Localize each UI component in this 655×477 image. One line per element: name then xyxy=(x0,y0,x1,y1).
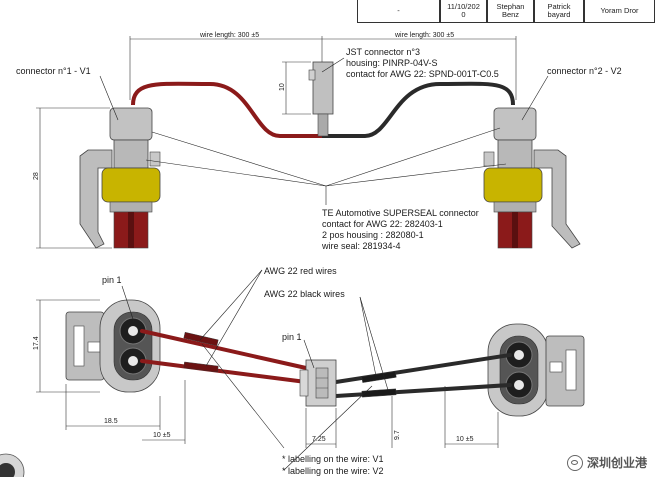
title-block-cell-3: Stephan Benz xyxy=(487,0,534,23)
dim-10-right: 10 ±5 xyxy=(456,436,474,443)
title-block-text: Patrick bayard xyxy=(547,2,571,19)
te-label-line: contact for AWG 22: 282403-1 xyxy=(322,219,443,229)
superseal-connector-right xyxy=(483,107,581,249)
wire-length-dimensions xyxy=(129,36,517,100)
te-connector-label: TE Automotive SUPERSEAL connector contac… xyxy=(321,208,479,251)
connector-v2-label: connector n°2 - V2 xyxy=(547,66,622,76)
superseal-front-right xyxy=(487,323,585,417)
te-label-line: TE Automotive SUPERSEAL connector xyxy=(322,208,479,218)
te-label-line: 2 pos housing : 282080-1 xyxy=(322,230,424,240)
awg-red-label: AWG 22 red wires xyxy=(264,266,337,276)
watermark-text: 深圳创业港 xyxy=(586,456,647,470)
jst-label-line: JST connector n°3 xyxy=(346,47,420,57)
wire-length-left-dim: wire length: 300 ±5 xyxy=(199,32,259,39)
dim-7-25: 7.25 xyxy=(312,436,326,443)
width-18-5-dim: 18.5 xyxy=(104,418,118,425)
title-block-text: - xyxy=(397,6,400,15)
title-block-text: Stephan Benz xyxy=(496,2,525,19)
te-label-line: wire seal: 281934-4 xyxy=(321,241,401,251)
watermark: 深圳创业港 xyxy=(566,454,647,471)
height-17-4-dim: 17.4 xyxy=(33,336,40,350)
dim-9-7: 9.7 xyxy=(394,430,401,440)
jst-connector-bottom xyxy=(299,359,337,407)
height-28-dim: 28 xyxy=(33,172,40,180)
superseal-connector-left xyxy=(79,107,161,249)
wire-length-right-dim: wire length: 300 ±5 xyxy=(394,32,454,39)
pin1-left-label: pin 1 xyxy=(102,275,122,285)
title-block-text: 11/10/202 0 xyxy=(447,2,480,19)
wire-label-sleeves xyxy=(183,332,397,398)
jst-connector-label: JST connector n°3 housing: PINRP-04V-S c… xyxy=(346,47,499,79)
title-block-cell-1: - xyxy=(357,0,440,23)
labelling-v1-label: * labelling on the wire: V1 xyxy=(282,454,384,464)
awg-black-label: AWG 22 black wires xyxy=(264,289,345,299)
height-10-dim: 10 xyxy=(279,83,286,91)
labelling-v2-label: * labelling on the wire: V2 xyxy=(282,466,384,476)
jst-connector-top xyxy=(308,61,334,137)
red-wire-top xyxy=(131,81,322,138)
jst-label-line: housing: PINRP-04V-S xyxy=(346,58,438,68)
wechat-icon xyxy=(566,454,583,471)
pin1-mid-label: pin 1 xyxy=(282,332,302,342)
superseal-front-left xyxy=(65,299,161,393)
partial-connector-corner xyxy=(0,453,25,477)
title-block-cell-4: Patrick bayard xyxy=(534,0,584,23)
dim-10-left: 10 ±5 xyxy=(153,432,171,439)
jst-label-line: contact for AWG 22: SPND-001T-C0.5 xyxy=(346,69,499,79)
title-block-text: Yoram Dror xyxy=(600,6,639,15)
black-wire-top xyxy=(322,81,515,138)
connector-v1-label: connector n°1 - V1 xyxy=(16,66,91,76)
title-block-cell-2: 11/10/202 0 xyxy=(440,0,487,23)
